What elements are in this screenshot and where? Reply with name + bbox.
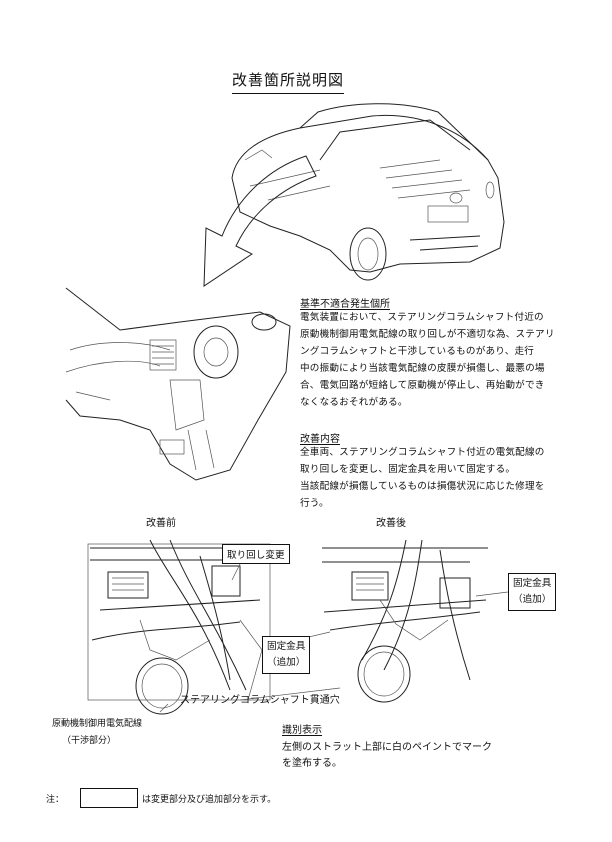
dashboard-illustration xyxy=(65,287,291,481)
car-illustration xyxy=(231,103,505,281)
text-line: 合、電気回路が短絡して原動機が停止し、再始動ができ xyxy=(300,380,545,391)
bracket-added-callout-right: 固定金具 （追加） xyxy=(508,573,557,611)
text-line: なくなるおそれがある。 xyxy=(300,397,408,408)
before-illustration xyxy=(87,539,271,715)
pointer-arrow xyxy=(203,155,317,287)
text-line: 電気装置において、ステアリングコラムシャフト付近の xyxy=(300,312,544,323)
column-shaft-hole-label: ステアリングコラムシャフト貫通穴 xyxy=(180,695,340,706)
section-heading-improvement: 改善内容 xyxy=(300,434,340,445)
wire-label-sub: （干渉部分） xyxy=(62,736,117,746)
text-line: 取り回しを変更し、固定金具を用いて固定する。 xyxy=(300,464,516,475)
wire-label: 原動機制御用電気配線 xyxy=(52,719,143,729)
callout-line: 固定金具 xyxy=(513,578,552,589)
identification-heading: 識別表示 xyxy=(282,725,322,736)
reroute-callout: 取り回し変更 xyxy=(222,544,290,564)
note-legend-box xyxy=(80,788,138,808)
callout-line: 固定金具 xyxy=(267,641,306,652)
text-line: 原動機制御用電気配線の取り回しが不適切な為、ステアリ xyxy=(300,329,555,340)
section-body-nonconformity: 電気装置において、ステアリングコラムシャフト付近の 原動機制御用電気配線の取り回… xyxy=(300,309,588,411)
text-line: 中の振動により当該電気配線の皮膜が損傷し、最悪の場 xyxy=(300,363,545,374)
note-text: は変更部分及び追加部分を示す。 xyxy=(142,795,277,805)
bracket-added-callout-left: 固定金具 （追加） xyxy=(262,636,311,674)
section-heading-nonconformity: 基準不適合発生個所 xyxy=(300,299,390,310)
after-illustration xyxy=(322,539,488,703)
callout-line: （追加） xyxy=(267,657,306,668)
text-line: 行う。 xyxy=(300,498,329,509)
page-title: 改善箇所説明図 xyxy=(232,69,345,94)
text-line: ングコラムシャフトと干渉しているものがあり、走行 xyxy=(300,346,535,357)
identification-line-2: を塗布する。 xyxy=(282,758,342,769)
after-label: 改善後 xyxy=(376,518,406,529)
section-body-improvement: 全車両、ステアリングコラムシャフト付近の電気配線の 取り回しを変更し、固定金具を… xyxy=(300,444,588,512)
text-line: 全車両、ステアリングコラムシャフト付近の電気配線の xyxy=(300,447,545,458)
identification-line-1: 左側のストラット上部に白のペイントでマーク xyxy=(282,742,492,753)
before-label: 改善前 xyxy=(146,518,176,529)
callout-line: （追加） xyxy=(513,594,552,605)
note-prefix: 注： xyxy=(46,795,65,805)
text-line: 当該配線が損傷しているものは損傷状況に応じた修理を xyxy=(300,481,545,492)
